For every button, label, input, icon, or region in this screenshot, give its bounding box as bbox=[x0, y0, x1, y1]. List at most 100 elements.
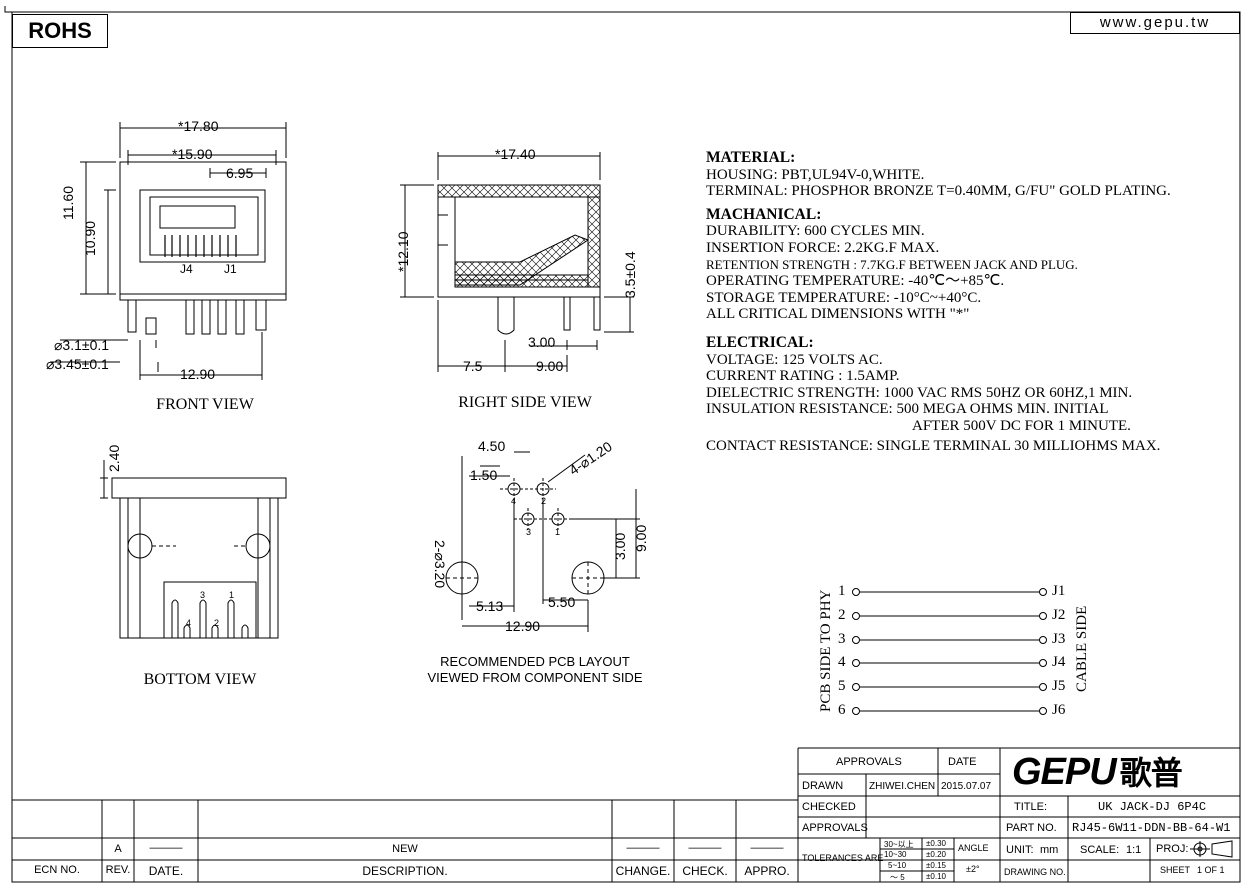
dim-pcb-post-pitch: 12.90 bbox=[505, 618, 541, 634]
rev-header-description: DESCRIPTION. bbox=[362, 864, 448, 878]
right-side-view-label: RIGHT SIDE VIEW bbox=[458, 394, 592, 411]
wiring-pin-6: 6 bbox=[838, 702, 846, 718]
spec-line: RETENTION STRENGTH : 7.7KG.F BETWEEN JAC… bbox=[706, 256, 1078, 272]
dim-front-height-overall: 11.60 bbox=[60, 186, 76, 220]
pcb-hole-label-3: 3 bbox=[526, 527, 532, 537]
tb-tol-value-3: ±0.15 bbox=[926, 861, 946, 870]
spec-line: TERMINAL: PHOSPHOR BRONZE T=0.40MM, G/FU… bbox=[706, 183, 1171, 200]
dim-pcb-hole-pitch: 1.50 bbox=[470, 467, 498, 483]
wiring-right-label: CABLE SIDE bbox=[1074, 605, 1090, 692]
dim-side-height: *12.10 bbox=[395, 231, 411, 272]
label-j4: J4 bbox=[180, 262, 193, 276]
tb-tol-range-2: 10~30 bbox=[884, 850, 907, 859]
spec-line: AFTER 500V DC FOR 1 MINUTE. bbox=[912, 417, 1131, 434]
pcb-layout-label: RECOMMENDED PCB LAYOUT VIEWED FROM COMPO… bbox=[410, 654, 660, 686]
tb-scale-value: 1:1 bbox=[1126, 844, 1142, 856]
tb-tol-range-1: 30~以上 bbox=[884, 840, 914, 849]
spec-line: OPERATING TEMPERATURE: -40℃～+85℃. bbox=[706, 273, 1005, 290]
bottom-view-label: BOTTOM VIEW bbox=[143, 671, 257, 688]
bottom-pin-4: 4 bbox=[186, 618, 192, 628]
spec-line: INSULATION RESISTANCE: 500 MEGA OHMS MIN… bbox=[706, 401, 1109, 418]
wiring-diagram bbox=[852, 588, 1047, 715]
dim-front-width-inner: *15.90 bbox=[172, 146, 213, 162]
rohs-badge: ROHS bbox=[12, 14, 108, 48]
pcb-layout-drawing bbox=[445, 451, 640, 632]
dim-post-small: ⌀3.1±0.1 bbox=[54, 337, 110, 353]
tb-proj-label: PROJ: bbox=[1156, 843, 1189, 855]
rev-description: NEW bbox=[392, 843, 418, 855]
wiring-jack-6: J6 bbox=[1052, 702, 1066, 718]
tb-approvals-label: APPROVALS bbox=[802, 822, 868, 834]
tb-drawn-label: DRAWN bbox=[802, 780, 844, 792]
wiring-pin-4: 4 bbox=[838, 654, 846, 670]
tb-part-label: PART NO. bbox=[1006, 822, 1057, 834]
label-j1: J1 bbox=[224, 262, 237, 276]
tb-angle-value: ±2° bbox=[966, 864, 980, 874]
dim-front-width-overall: *17.80 bbox=[178, 118, 219, 134]
tb-date-header: DATE bbox=[948, 756, 977, 768]
spec-line: DIELECTRIC STRENGTH: 1000 VAC RMS 50HZ O… bbox=[706, 384, 1133, 401]
dim-side-depth: *17.40 bbox=[495, 146, 536, 162]
pcb-hole-label-4: 4 bbox=[511, 496, 517, 506]
wiring-pin-5: 5 bbox=[838, 678, 846, 694]
tb-unit-label: UNIT: bbox=[1006, 844, 1034, 856]
spec-line: CURRENT RATING : 1.5AMP. bbox=[706, 368, 900, 385]
tb-tol-value-1: ±0.30 bbox=[926, 839, 946, 848]
bottom-view-drawing bbox=[100, 460, 287, 639]
bottom-pin-1: 1 bbox=[229, 590, 235, 600]
tb-approvals-header: APPROVALS bbox=[836, 756, 902, 768]
tb-checked-label: CHECKED bbox=[802, 801, 856, 813]
bottom-pin-2: 2 bbox=[214, 618, 220, 628]
revision-block-grid bbox=[12, 799, 798, 882]
wiring-pin-1: 1 bbox=[838, 583, 846, 599]
tb-unit-value: mm bbox=[1040, 844, 1059, 856]
dim-side-offset-b: 9.00 bbox=[536, 358, 564, 374]
tb-drawing-no-label: DRAWING NO. bbox=[1004, 867, 1066, 877]
mechanical-heading: MACHANICAL: bbox=[706, 205, 822, 223]
electrical-heading: ELECTRICAL: bbox=[706, 333, 814, 351]
rev-header-rev: REV. bbox=[105, 864, 131, 876]
dim-front-offset: 6.95 bbox=[226, 165, 254, 181]
dim-front-height-inner: 10.90 bbox=[82, 220, 98, 256]
dim-post-large: ⌀3.45±0.1 bbox=[46, 356, 109, 372]
dim-pcb-row-total: 9.00 bbox=[633, 524, 649, 552]
dim-pcb-row-gap: 3.00 bbox=[612, 532, 628, 560]
rev-change-dash: ——— bbox=[626, 842, 660, 854]
front-view-label: FRONT VIEW bbox=[156, 396, 254, 413]
pcb-layout-label-line2: VIEWED FROM COMPONENT SIDE bbox=[427, 670, 643, 685]
spec-line: VOLTAGE: 125 VOLTS AC. bbox=[706, 351, 883, 368]
wiring-pin-3: 3 bbox=[838, 631, 846, 647]
rev-header-appro: APPRO. bbox=[744, 864, 790, 878]
spec-line: ALL CRITICAL DIMENSIONS WITH "*" bbox=[706, 306, 970, 323]
dim-side-pin-length: 3.5±0.4 bbox=[622, 251, 638, 298]
wiring-jack-5: J5 bbox=[1052, 678, 1066, 694]
dim-pcb-large-holes: 2-⌀3.20 bbox=[432, 540, 448, 589]
dim-side-offset-a: 7.5 bbox=[463, 358, 483, 374]
title-block-grid bbox=[797, 747, 1240, 882]
rev-header-check: CHECK. bbox=[682, 864, 728, 878]
pcb-hole-label-2: 2 bbox=[541, 496, 547, 506]
dim-pcb-left-offset: 5.13 bbox=[476, 598, 504, 614]
bottom-pin-3: 3 bbox=[200, 590, 206, 600]
tb-tol-range-4: ～ 5 bbox=[890, 873, 905, 882]
spec-line: DURABILITY: 600 CYCLES MIN. bbox=[706, 223, 925, 240]
dim-side-pin-pitch: 3.00 bbox=[528, 334, 556, 350]
front-view-drawing bbox=[50, 122, 287, 380]
logo-cn: 歌普 bbox=[1119, 755, 1183, 791]
material-heading: MATERIAL: bbox=[706, 149, 796, 166]
website-label: www.gepu.tw bbox=[1070, 12, 1240, 34]
logo-text: GEPU bbox=[1012, 751, 1117, 793]
dim-pcb-top-offset: 4.50 bbox=[478, 438, 506, 454]
tb-title-label: TITLE: bbox=[1014, 801, 1048, 813]
rev-header-change: CHANGE. bbox=[615, 864, 671, 878]
rev-value: A bbox=[114, 843, 122, 855]
tb-tol-range-3: 5~10 bbox=[888, 861, 907, 870]
dim-post-pitch: 12.90 bbox=[180, 366, 216, 382]
dim-bottom-flange: 2.40 bbox=[106, 444, 122, 472]
wiring-pin-2: 2 bbox=[838, 607, 846, 623]
tb-sheet-label: SHEET bbox=[1160, 865, 1191, 875]
wiring-jack-4: J4 bbox=[1052, 654, 1066, 670]
tb-tol-value-4: ±0.10 bbox=[926, 872, 946, 881]
tb-title-value: UK JACK-DJ 6P4C bbox=[1098, 800, 1207, 814]
